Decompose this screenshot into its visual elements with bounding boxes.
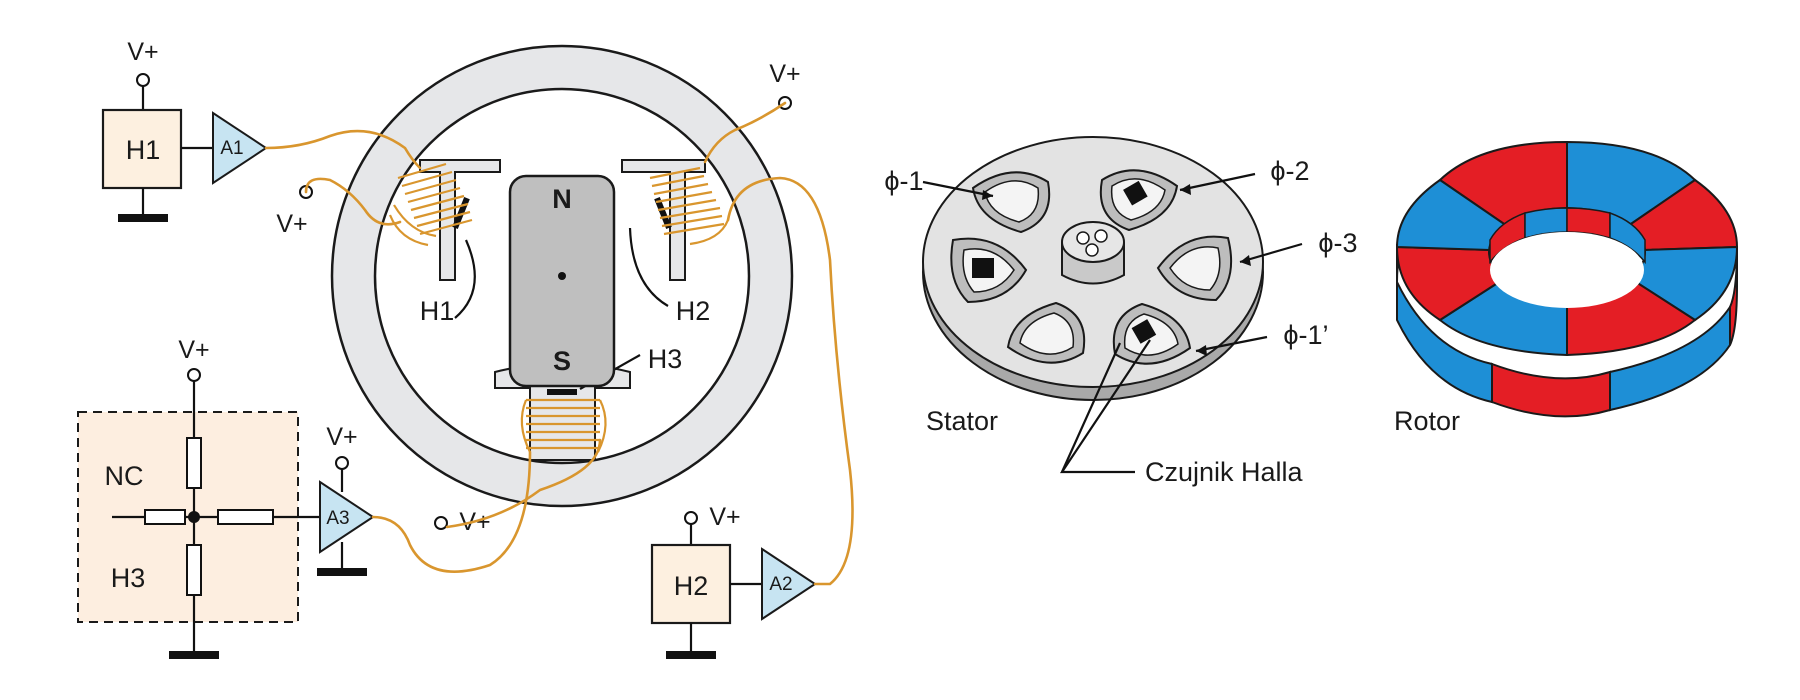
hall-block-h2-label: H2	[674, 571, 709, 601]
coil1-supply-label: V+	[276, 210, 307, 238]
hall-sensor-h3-mark	[547, 389, 577, 395]
coil-h2	[649, 166, 730, 246]
pole-south-label: S	[553, 346, 571, 376]
phase2-label: ϕ-2	[1270, 156, 1309, 186]
tooth-phase3-opposite	[950, 237, 1028, 304]
rotor-title: Rotor	[1394, 406, 1460, 436]
a3-supply-label: V+	[326, 423, 357, 451]
phase3-label: ϕ-3	[1318, 228, 1357, 258]
pole-shoe-h1	[419, 159, 501, 281]
amplifier-a3	[317, 456, 375, 576]
stator-title: Stator	[926, 406, 998, 436]
hall-sensor-h2-mark	[654, 197, 672, 229]
tooth-phase1-prime	[1112, 302, 1192, 365]
amplifier-a3-label: A3	[326, 508, 349, 529]
hall-sensor-h2-label: H2	[676, 296, 711, 326]
h2-supply-label: V+	[709, 503, 740, 531]
stator-hub	[1061, 221, 1125, 285]
stator-teeth	[950, 169, 1233, 365]
rotor-inner-hole	[1488, 207, 1646, 308]
hall-sensor-h1-label: H1	[420, 296, 455, 326]
rotor-magnet	[508, 174, 616, 388]
phase1-label: ϕ-1	[884, 166, 923, 196]
rotor-view: Rotor	[1394, 140, 1739, 436]
hall-block-h2	[650, 511, 817, 659]
stator-view: ϕ-1 ϕ-2 ϕ-3 ϕ-1’ Stator Czujnik Halla	[884, 136, 1358, 487]
coil-h1	[388, 162, 473, 247]
tooth-phase2-opposite	[1006, 301, 1086, 364]
hall-block-h1	[101, 73, 268, 222]
sensor-lead-h1	[454, 239, 476, 319]
hall-sensor-caption: Czujnik Halla	[1145, 457, 1304, 487]
bridge-network	[77, 368, 320, 659]
vplus-terminal-coil3	[434, 516, 448, 530]
amplifier-a2-label: A2	[769, 574, 792, 595]
hall-block-h1-label: H1	[126, 135, 161, 165]
bridge-supply-label: V+	[178, 336, 209, 364]
pole-north-label: N	[552, 184, 572, 214]
tooth-phase3	[1156, 235, 1233, 302]
motor-schematic: N S H1 H2 H3 V+ H1 A1 V+ V+	[77, 38, 854, 659]
tooth-phase1	[971, 171, 1051, 234]
pole-shoe-h2	[621, 159, 706, 281]
rotor-side-wall	[1396, 243, 1738, 418]
bridge-h3-label: H3	[111, 563, 146, 593]
amplifier-a1-label: A1	[220, 138, 243, 159]
bridge-nc-label: NC	[105, 461, 144, 491]
hall-sensor-h3-label: H3	[648, 344, 683, 374]
h1-supply-label: V+	[127, 38, 158, 66]
phase1-prime-label: ϕ-1’	[1283, 320, 1328, 350]
phase-leaders	[922, 172, 1303, 474]
tooth-phase2	[1099, 169, 1179, 232]
coil2-supply-label: V+	[769, 60, 800, 88]
sensor-lead-h2	[628, 227, 669, 307]
winding-wires	[264, 101, 854, 586]
